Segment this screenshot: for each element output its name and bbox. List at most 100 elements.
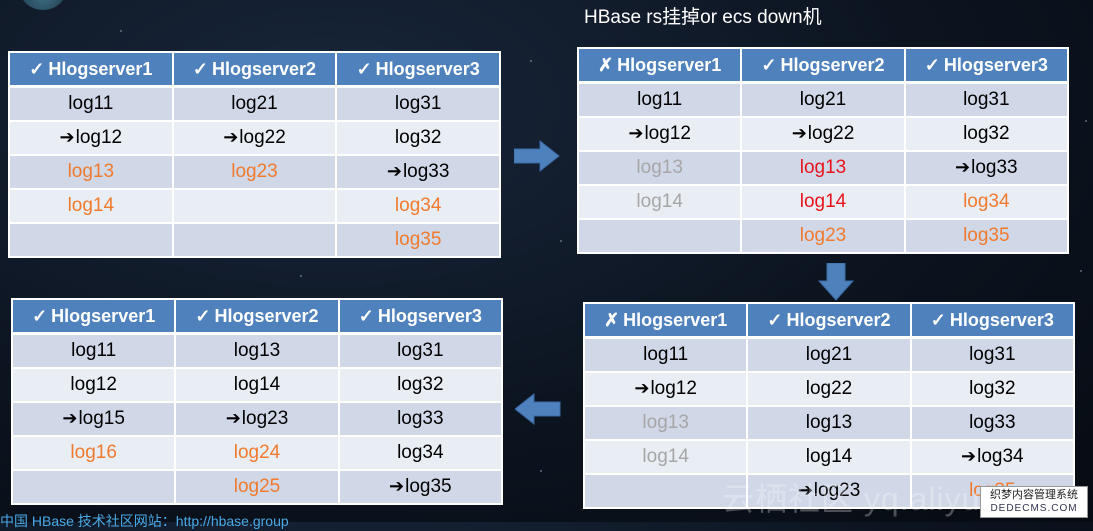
log-cell: log31	[335, 85, 501, 122]
log-cell: log34	[335, 188, 501, 224]
header-label: Hlogserver1	[51, 305, 156, 326]
footer-link[interactable]: 中国 HBase 技术社区网站：http://hbase.group	[0, 513, 289, 529]
logo-circle	[20, 0, 66, 10]
log-name: log34	[394, 195, 442, 216]
log-cell: log11	[8, 85, 174, 122]
star-decoration	[1085, 120, 1087, 122]
pointer-arrow-icon: ➔	[386, 161, 402, 181]
log-cell: log34	[337, 435, 504, 471]
log-name: log33	[969, 412, 1016, 433]
arrow-right-icon	[514, 140, 560, 172]
log-cell: log16	[10, 435, 177, 471]
log-cell: log33	[909, 405, 1076, 441]
pointer-arrow-icon: ➔	[59, 127, 75, 147]
dedecms-badge: 织梦内容管理系统 DEDECMS.COM	[980, 486, 1088, 518]
column-header-server1: ✓Hlogserver1	[8, 51, 174, 88]
star-decoration	[300, 275, 302, 277]
check-icon: ✓	[358, 305, 374, 326]
log-name: log35	[394, 229, 442, 250]
log-name: log32	[963, 123, 1010, 144]
log-name: log22	[239, 127, 286, 148]
log-name: log16	[70, 442, 117, 463]
log-cell	[576, 218, 743, 254]
star-decoration	[1080, 270, 1082, 272]
pointer-arrow-icon: ➔	[961, 446, 977, 466]
check-icon: ✓	[29, 58, 45, 79]
pointer-arrow-icon: ➔	[389, 476, 405, 496]
log-name: log13	[636, 157, 683, 178]
log-cell: ➔log15	[10, 401, 177, 437]
check-icon: ✓	[930, 309, 946, 330]
log-cell: log13	[740, 150, 906, 186]
header-label: Hlogserver1	[623, 309, 728, 330]
log-name: log32	[397, 374, 444, 395]
log-cell: log24	[174, 435, 340, 471]
log-cell: log11	[576, 81, 743, 118]
log-name: log14	[799, 191, 847, 212]
log-cell: log21	[740, 81, 906, 118]
log-name: log13	[67, 161, 115, 182]
log-cell: log13	[746, 405, 912, 441]
log-name: log34	[977, 446, 1024, 467]
log-cell: log32	[337, 367, 504, 403]
log-cell: log33	[337, 401, 504, 437]
log-cell: ➔log23	[174, 401, 340, 437]
log-name: log33	[397, 408, 444, 429]
log-name: log31	[397, 340, 444, 361]
log-name: log35	[405, 476, 452, 497]
cross-icon: ✗	[604, 309, 620, 330]
log-name: log34	[397, 442, 444, 463]
log-cell	[171, 188, 338, 224]
log-name: log12	[644, 123, 691, 144]
log-name: log22	[805, 378, 853, 399]
pointer-arrow-icon: ➔	[955, 157, 971, 177]
table-row: log25➔log35	[10, 469, 504, 505]
log-cell: log11	[582, 336, 749, 373]
column-header-server3: ✓Hlogserver3	[909, 302, 1076, 339]
header-label: Hlogserver2	[212, 58, 317, 79]
log-name: log11	[71, 340, 117, 361]
column-header-server2: ✓Hlogserver2	[171, 51, 338, 88]
pointer-arrow-icon: ➔	[634, 378, 650, 398]
table-row: log16 log24 log34	[10, 435, 504, 471]
log-name: log14	[636, 191, 683, 212]
log-cell: log35	[335, 222, 501, 258]
log-name: log32	[969, 378, 1016, 399]
log-name: log12	[70, 374, 117, 395]
arrow-left-icon	[515, 393, 561, 425]
log-name: log13	[805, 412, 853, 433]
log-name: log11	[637, 89, 683, 110]
log-cell: ➔log33	[903, 150, 1070, 186]
column-header-server3: ✓Hlogserver3	[335, 51, 501, 88]
star-decoration	[560, 240, 562, 242]
badge-line1: 织梦内容管理系统	[990, 489, 1078, 501]
log-cell: log13	[582, 405, 749, 441]
log-name: log31	[963, 89, 1010, 110]
column-header-server1: ✓Hlogserver1	[10, 298, 177, 335]
pointer-arrow-icon: ➔	[628, 123, 644, 143]
log-cell: ➔log33	[335, 154, 501, 190]
column-header-server2: ✓Hlogserver2	[174, 298, 340, 335]
log-name: log14	[642, 446, 689, 467]
header-label: Hlogserver1	[617, 54, 722, 75]
table-row: log13 log13 log33	[582, 405, 1076, 441]
star-decoration	[530, 60, 532, 62]
header-label: Hlogserver2	[780, 54, 885, 75]
log-name: log23	[813, 480, 861, 501]
log-name: log23	[241, 408, 289, 429]
log-cell: log13	[576, 150, 743, 186]
log-cell	[171, 222, 338, 258]
check-icon: ✓	[195, 305, 211, 326]
log-cell: ➔log34	[909, 439, 1076, 475]
log-cell: log21	[171, 85, 338, 122]
log-name: log11	[68, 93, 114, 114]
log-cell: log14	[174, 367, 340, 403]
log-name: log13	[642, 412, 689, 433]
log-name: log23	[799, 225, 847, 246]
check-icon: ✓	[924, 54, 940, 75]
log-name: log31	[394, 93, 442, 114]
